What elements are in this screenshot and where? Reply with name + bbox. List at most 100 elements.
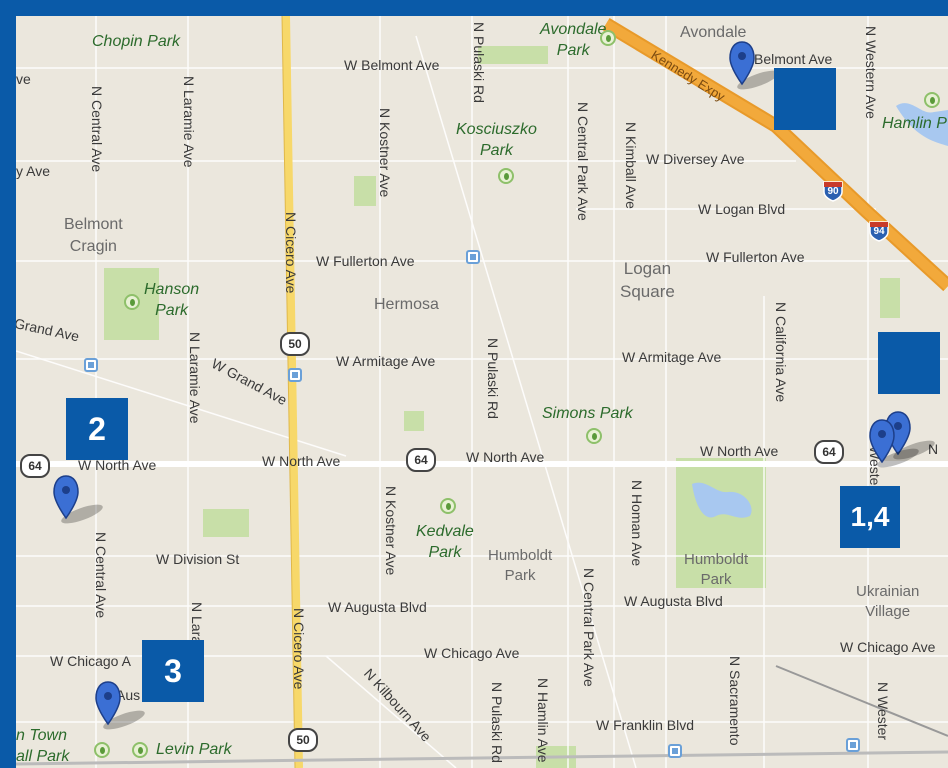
map-marker-icon[interactable] bbox=[52, 474, 103, 524]
street-n-kimball-ave: N Kimball Ave bbox=[623, 122, 639, 209]
park-icon[interactable] bbox=[586, 428, 602, 444]
street-north-stub: N bbox=[928, 441, 939, 457]
street-n-western-ave-top: N Western Ave bbox=[863, 26, 879, 119]
street-n-pulaski-rd-mid: N Pulaski Rd bbox=[485, 338, 501, 419]
street-w-chicago-ave-right: W Chicago Ave bbox=[840, 639, 936, 655]
interstate-90-shield: 90 bbox=[822, 180, 844, 202]
park-icon[interactable] bbox=[924, 92, 940, 108]
green-area bbox=[880, 278, 900, 318]
street-n-laramie-ave-mid: N Laramie Ave bbox=[187, 332, 203, 424]
label-avondale-park: Avondale Park bbox=[540, 21, 607, 59]
badge-1-4: 1,4 bbox=[840, 486, 900, 548]
street-n-central-ave-bottom: N Central Ave bbox=[93, 532, 109, 619]
street-n-kostner-ave-bottom: N Kostner Ave bbox=[383, 486, 399, 576]
river bbox=[896, 103, 948, 146]
street-n-hamlin-ave: N Hamlin Ave bbox=[535, 678, 551, 763]
transit-icon[interactable] bbox=[466, 250, 480, 264]
cicero-ave-road bbox=[282, 16, 303, 768]
park-icon[interactable] bbox=[124, 294, 140, 310]
label-hanson-park: Hanson Park bbox=[144, 281, 200, 319]
badge-blank-right bbox=[878, 332, 940, 394]
green-area bbox=[478, 46, 548, 64]
street-y-ave: y Ave bbox=[16, 163, 50, 179]
label-humboldt-park-area: Humboldt Park bbox=[684, 551, 749, 589]
label-hermosa: Hermosa bbox=[374, 296, 439, 313]
map-marker-icon[interactable] bbox=[728, 40, 779, 90]
interstate-shield-icon bbox=[869, 221, 889, 242]
street-w-logan-blvd: W Logan Blvd bbox=[698, 201, 786, 217]
map-base bbox=[16, 16, 948, 768]
label-hamlin-park: Hamlin P bbox=[882, 115, 947, 132]
green-area bbox=[404, 411, 424, 431]
park-icon[interactable] bbox=[132, 742, 148, 758]
il-64-shield-mid: 64 bbox=[406, 448, 436, 472]
street-n-cicero-ave-bottom: N Cicero Ave bbox=[291, 608, 307, 690]
badge-3: 3 bbox=[142, 640, 204, 702]
street-w-augusta-blvd-right: W Augusta Blvd bbox=[624, 593, 723, 609]
transit-icon[interactable] bbox=[84, 358, 98, 372]
street-w-chicago-ave-mid: W Chicago Ave bbox=[424, 645, 520, 661]
street-w-north-ave-2: W North Ave bbox=[262, 453, 341, 469]
label-ukrainian-village: Ukrainian Village bbox=[856, 583, 920, 621]
street-w-armitage-ave-left: W Armitage Ave bbox=[336, 353, 436, 369]
street-w-armitage-ave-right: W Armitage Ave bbox=[622, 349, 722, 365]
street-n-laramie-ave-top: N Laramie Ave bbox=[181, 76, 197, 168]
label-levin-park: Levin Park bbox=[156, 741, 232, 758]
humboldt-lagoon bbox=[692, 482, 752, 518]
street-ave-stub: ve bbox=[16, 71, 31, 87]
park-icon[interactable] bbox=[498, 168, 514, 184]
street-belmont-ave: Belmont Ave bbox=[754, 51, 833, 67]
il-64-shield-right: 64 bbox=[814, 440, 844, 464]
badge-2: 2 bbox=[66, 398, 128, 460]
street-w-north-ave-4: W North Ave bbox=[700, 443, 779, 459]
street-w-fullerton-ave-left: W Fullerton Ave bbox=[316, 253, 415, 269]
street-w-north-ave-1: W North Ave bbox=[78, 457, 157, 473]
street-n-central-ave-top: N Central Ave bbox=[89, 86, 105, 173]
us-50-shield-top: 50 bbox=[280, 332, 310, 356]
park-icon[interactable] bbox=[440, 498, 456, 514]
label-logan-square: Logan Square bbox=[620, 259, 675, 301]
map-canvas[interactable]: Avondale Belmont Cragin Hermosa Logan Sq… bbox=[16, 16, 948, 768]
street-aus: Aus bbox=[116, 687, 141, 703]
label-kedvale-park: Kedvale Park bbox=[416, 523, 474, 561]
green-area bbox=[203, 509, 249, 537]
label-chopin-park: Chopin Park bbox=[92, 33, 181, 50]
transit-icon[interactable] bbox=[846, 738, 860, 752]
park-icon[interactable] bbox=[600, 30, 616, 46]
label-simons-park: Simons Park bbox=[542, 405, 633, 422]
street-n-sacramento: N Sacramento bbox=[727, 656, 743, 746]
interstate-94-shield: 94 bbox=[868, 220, 890, 242]
label-town-hall-park: n Town all Park bbox=[16, 727, 70, 765]
park-icon[interactable] bbox=[94, 742, 110, 758]
street-n-california-ave: N California Ave bbox=[773, 302, 789, 403]
transit-icon[interactable] bbox=[668, 744, 682, 758]
humboldt-park-area bbox=[676, 458, 766, 588]
label-belmont-cragin: Belmont Cragin bbox=[64, 216, 123, 255]
street-n-pulaski-rd-top: N Pulaski Rd bbox=[471, 22, 487, 103]
street-w-diversey-ave: W Diversey Ave bbox=[646, 151, 745, 167]
street-w-belmont-ave: W Belmont Ave bbox=[344, 57, 440, 73]
interstate-shield-icon bbox=[823, 181, 843, 202]
street-w-chicago-ave-left: W Chicago A bbox=[50, 653, 131, 669]
us-50-shield-bottom: 50 bbox=[288, 728, 318, 752]
street-w-north-ave-3: W North Ave bbox=[466, 449, 545, 465]
street-w-franklin-blvd: W Franklin Blvd bbox=[596, 717, 695, 733]
il-64-shield-left: 64 bbox=[20, 454, 50, 478]
transit-icon[interactable] bbox=[288, 368, 302, 382]
street-n-western-bottom: N Wester bbox=[875, 682, 891, 741]
map-marker-icon[interactable] bbox=[868, 418, 919, 468]
badge-blank-top bbox=[774, 68, 836, 130]
street-w-fullerton-ave-right: W Fullerton Ave bbox=[706, 249, 805, 265]
street-n-pulaski-rd-bottom: N Pulaski Rd bbox=[489, 682, 505, 763]
label-kosciuszko-park: Kosciuszko Park bbox=[456, 121, 537, 159]
street-n-cicero-ave-top: N Cicero Ave bbox=[283, 212, 299, 294]
street-n-kostner-ave-top: N Kostner Ave bbox=[377, 108, 393, 198]
street-n-central-park-ave-bottom: N Central Park Ave bbox=[581, 568, 597, 687]
street-w-division-st: W Division St bbox=[156, 551, 240, 567]
label-humboldt-park-hood: Humboldt Park bbox=[488, 547, 553, 585]
street-n-homan-ave: N Homan Ave bbox=[629, 480, 645, 567]
street-n-central-park-ave-top: N Central Park Ave bbox=[575, 102, 591, 221]
map-marker-icon[interactable] bbox=[94, 680, 145, 730]
street-w-augusta-blvd-left: W Augusta Blvd bbox=[328, 599, 427, 615]
